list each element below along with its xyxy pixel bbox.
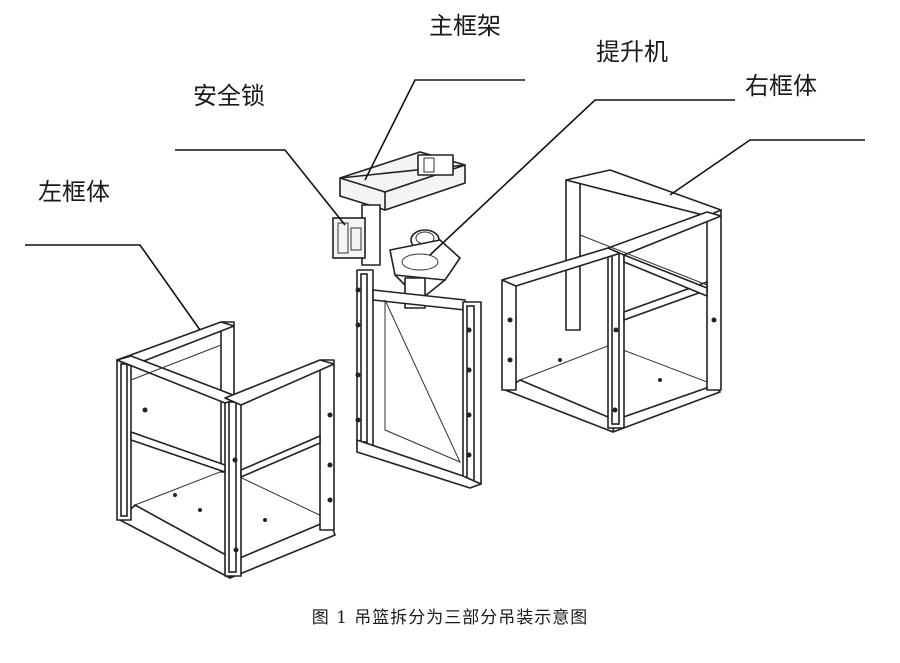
label-left-frame: 左框体 bbox=[38, 178, 110, 206]
label-main-frame: 主框架 bbox=[429, 12, 501, 40]
label-hoist: 提升机 bbox=[596, 38, 668, 66]
leader-left-frame bbox=[25, 244, 201, 331]
left-frame-body bbox=[116, 321, 336, 579]
leader-right-frame bbox=[669, 139, 865, 196]
figure-caption: 图 1 吊篮拆分为三部分吊装示意图 bbox=[311, 608, 589, 628]
label-right-frame: 右框体 bbox=[745, 72, 817, 100]
label-safety-lock: 安全锁 bbox=[193, 82, 265, 110]
leader-hoist bbox=[429, 99, 735, 256]
main-frame-assembly bbox=[332, 151, 482, 489]
leader-main-frame bbox=[364, 79, 525, 181]
right-frame-body bbox=[501, 169, 722, 433]
leader-safety-lock bbox=[175, 149, 346, 226]
